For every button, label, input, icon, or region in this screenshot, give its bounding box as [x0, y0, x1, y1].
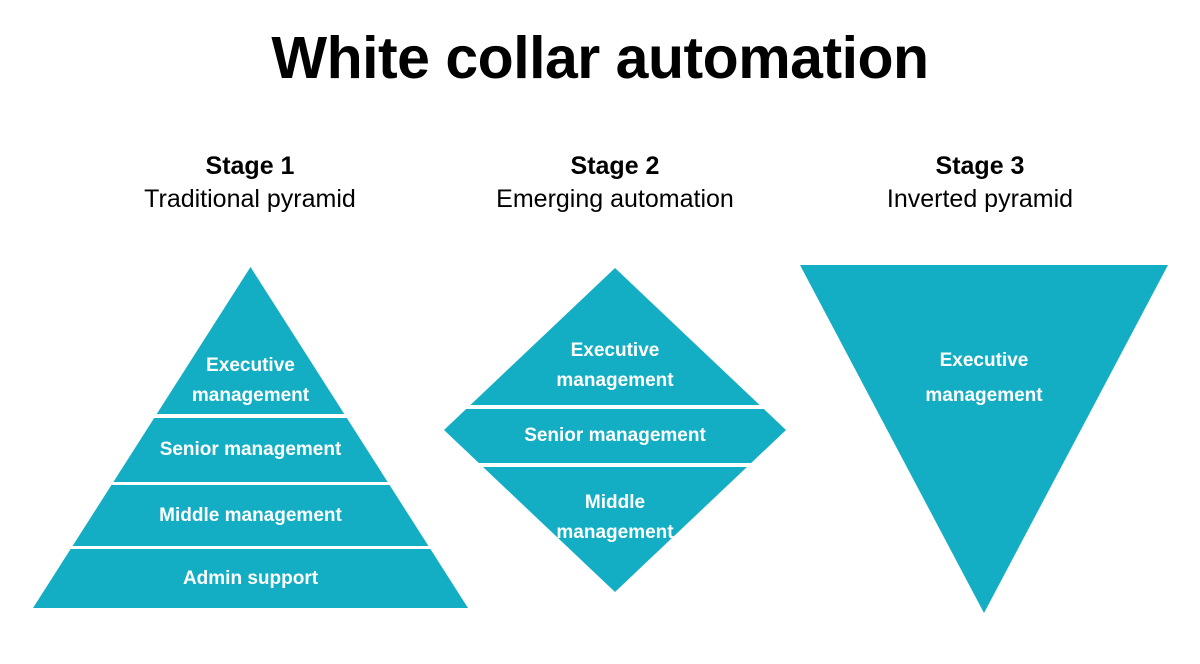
stage-3-name: Stage 3 — [935, 152, 1025, 180]
tier-label: Middle management — [159, 505, 342, 526]
tier-label: Executive management — [925, 350, 1043, 406]
tier-fill — [33, 549, 468, 608]
stage-2-name: Stage 2 — [570, 152, 660, 180]
stage-1-tier-executive-management: Executive management — [33, 267, 468, 414]
tier-fill — [444, 409, 786, 463]
stage-1-subtitle: Traditional pyramid — [144, 185, 356, 213]
tier-label: Middle management — [556, 492, 674, 543]
stage-2-tier-middle-management: Middle management — [444, 467, 786, 592]
stage-2-diamond: Executive management Senior management M… — [444, 268, 786, 592]
tier-label: Executive management — [191, 355, 310, 406]
stage-3-inverted-pyramid: Executive management — [800, 265, 1168, 613]
tier-label: Admin support — [182, 568, 319, 589]
stage-2-tier-executive-management: Executive management — [444, 268, 786, 405]
stage-1-name: Stage 1 — [205, 152, 295, 180]
stage-2-tier-senior-management: Senior management — [444, 409, 786, 463]
stage-header-2: Stage 2 Emerging automation — [435, 151, 795, 216]
stage-1-tier-senior-management: Senior management — [33, 418, 468, 482]
stage-2-subtitle: Emerging automation — [496, 185, 734, 213]
tier-fill — [33, 485, 468, 546]
tier-fill — [800, 265, 1168, 613]
stage-header-1: Stage 1 Traditional pyramid — [70, 151, 430, 216]
stage-header-3: Stage 3 Inverted pyramid — [800, 151, 1160, 216]
page-title: White collar automation — [271, 25, 929, 91]
stage-3-subtitle: Inverted pyramid — [886, 185, 1074, 213]
tier-label: Senior management — [159, 439, 342, 460]
stage-1-tier-admin-support: Admin support — [33, 549, 468, 608]
tier-label: Executive management — [556, 340, 674, 391]
tier-label: Senior management — [524, 425, 706, 446]
stage-1-pyramid: Executive management Senior management M… — [33, 267, 468, 608]
stage-1-tier-middle-management: Middle management — [33, 485, 468, 546]
